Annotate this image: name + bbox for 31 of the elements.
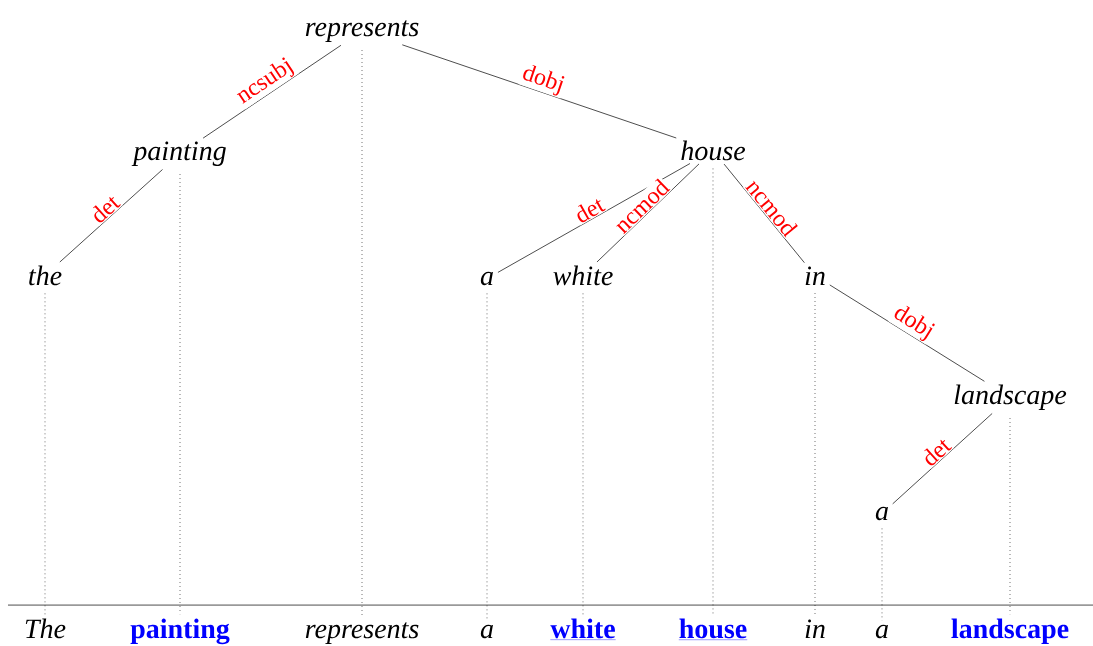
word-label: a bbox=[480, 624, 493, 639]
word-label: landscape bbox=[951, 618, 1069, 644]
word-label: painting bbox=[130, 618, 230, 645]
tree-word: a bbox=[875, 506, 888, 521]
tree-word: white bbox=[553, 265, 613, 286]
dependency-line bbox=[596, 163, 700, 263]
dependency-line bbox=[59, 169, 163, 263]
edge-label: dobj bbox=[518, 61, 569, 99]
tree-word: represents bbox=[305, 20, 419, 42]
dependency-line bbox=[202, 44, 342, 139]
edge-label: dobj bbox=[888, 301, 939, 345]
dependency-line bbox=[723, 163, 805, 264]
dependency-line bbox=[401, 44, 677, 139]
edge-label: det bbox=[570, 193, 608, 226]
tree-word: the bbox=[29, 265, 62, 286]
edge-label: det bbox=[86, 191, 123, 227]
dependency-line bbox=[829, 284, 985, 382]
word-label: in bbox=[805, 619, 825, 638]
word-label: represents bbox=[305, 622, 419, 644]
tree-word: painting bbox=[131, 141, 226, 166]
word-label: The bbox=[25, 618, 66, 639]
tree-word: in bbox=[805, 266, 825, 285]
tree-word: house bbox=[681, 140, 746, 161]
word-label: a bbox=[875, 624, 888, 639]
word-label: house bbox=[678, 618, 748, 640]
dependency-line bbox=[497, 163, 691, 273]
word-label: white bbox=[550, 618, 616, 640]
tree-word: a bbox=[480, 271, 493, 286]
edge-label: det bbox=[918, 434, 954, 470]
tree-word: landscape bbox=[954, 384, 1067, 410]
dependency-line bbox=[892, 413, 993, 505]
